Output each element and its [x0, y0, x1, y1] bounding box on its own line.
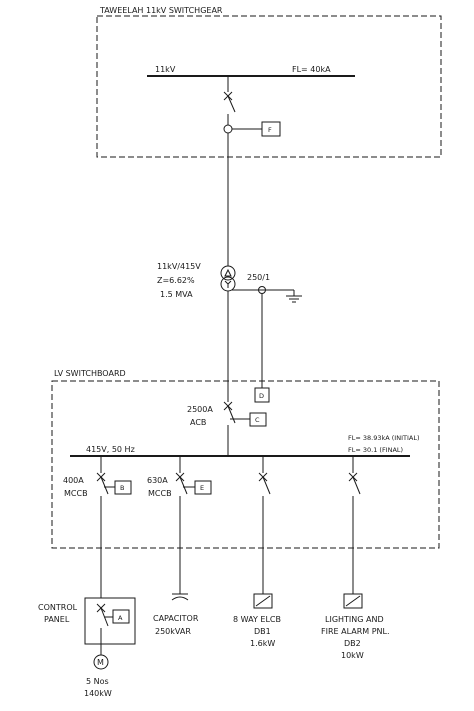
control-panel-boundary: [84, 597, 136, 645]
db2-label-2: FIRE ALARM PNL.: [321, 627, 390, 636]
acb-label: ACB: [190, 418, 206, 427]
transformer-impedance: Z=6.62%: [157, 276, 195, 285]
relay-e-label: E: [200, 484, 204, 492]
motor-quantity: 5 Nos: [86, 677, 109, 686]
feeder-4-breaker: [348, 472, 361, 495]
switchgear-fault-level: FL= 40kA: [292, 65, 331, 74]
lv-fault-level-initial: FL= 38.93kA (INITIAL): [348, 434, 419, 442]
capacitor-symbol: [171, 593, 189, 601]
transformer-symbol: [220, 265, 236, 292]
db2-box-diagonal: [345, 595, 361, 607]
relay-b-box: [114, 480, 132, 495]
transformer-ratio: 11kV/415V: [157, 262, 201, 271]
control-panel-breaker: [96, 603, 109, 627]
busbar-11kv-label: 11kV: [155, 65, 176, 74]
db1-box-diagonal: [255, 595, 271, 607]
busbar-415v-label: 415V, 50 Hz: [86, 445, 135, 454]
hv-ct: [223, 124, 233, 134]
feeder-2-breaker: [175, 472, 188, 495]
relay-c-label: C: [255, 416, 260, 424]
acb-breaker: [223, 401, 236, 424]
switchgear-boundary: [96, 15, 442, 158]
relay-a-label: A: [118, 614, 123, 622]
relay-c-box: [249, 412, 267, 427]
db2-label-3: DB2: [344, 639, 361, 648]
lv-switchboard-boundary: [51, 380, 440, 549]
relay-a-box: [112, 609, 130, 624]
lv-switchboard-title: LV SWITCHBOARD: [54, 369, 126, 378]
relay-d-label: D: [259, 392, 264, 400]
relay-d-box: [254, 387, 270, 403]
motor-power: 140kW: [84, 689, 112, 698]
control-panel-label-1: CONTROL: [38, 603, 78, 612]
earth-symbol: [286, 290, 302, 303]
capacitor-label: CAPACITOR: [153, 614, 199, 623]
motor-symbol-label: M: [97, 658, 104, 667]
capacitor-rating: 250kVAR: [155, 627, 191, 636]
db2-label-1: LIGHTING AND: [325, 615, 384, 624]
control-panel-label-2: PANEL: [44, 615, 70, 624]
relay-b-label: B: [120, 484, 124, 492]
feeder-1-rating: 400A: [63, 476, 84, 485]
feeder-1-breaker: [96, 472, 109, 495]
relay-e-box: [194, 480, 212, 495]
lv-fault-level-final: FL= 30.1 (FINAL): [348, 446, 403, 454]
db2-label-4: 10kW: [341, 651, 364, 660]
db1-label-3: 1.6kW: [250, 639, 275, 648]
relay-f-box: [261, 121, 281, 137]
hv-breaker: [223, 91, 236, 113]
switchgear-title: TAWEELAH 11kV SWITCHGEAR: [99, 6, 223, 15]
acb-rating: 2500A: [187, 405, 213, 414]
feeder-2-rating: 630A: [147, 476, 168, 485]
relay-f-label: F: [268, 126, 272, 134]
neutral-ct-ratio: 250/1: [247, 273, 270, 282]
db1-label-1: 8 WAY ELCB: [233, 615, 281, 624]
motor-symbol: [93, 654, 109, 670]
feeder-1-type: MCCB: [64, 489, 88, 498]
db1-label-2: DB1: [254, 627, 271, 636]
feeder-2-type: MCCB: [148, 489, 172, 498]
transformer-rating: 1.5 MVA: [160, 290, 193, 299]
feeder-3-breaker: [258, 472, 271, 495]
